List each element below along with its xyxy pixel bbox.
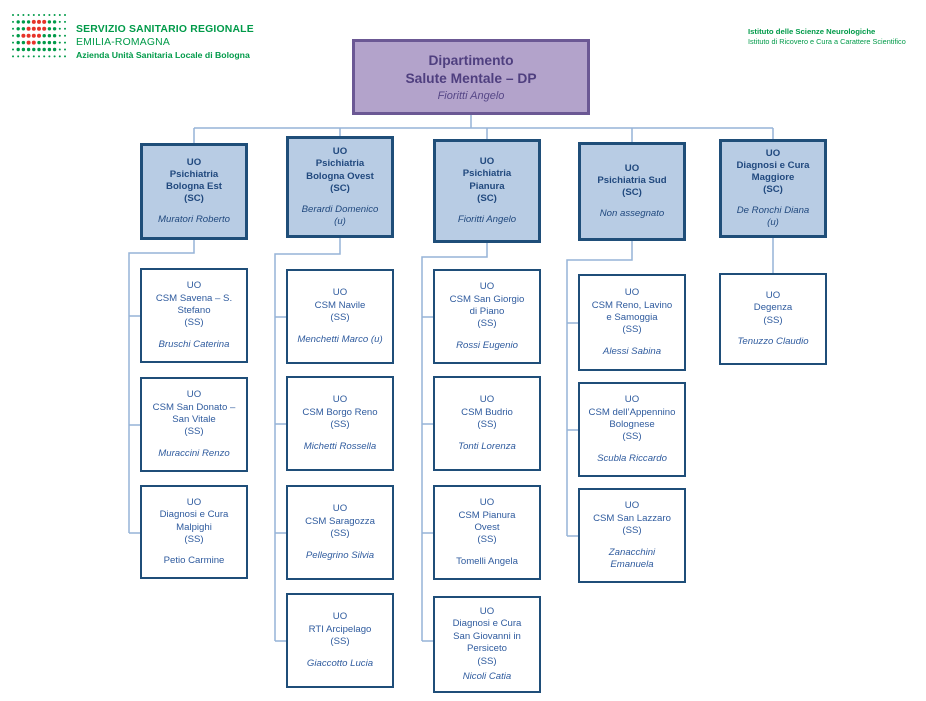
box-title: UO CSM Borgo Reno (SS)	[302, 394, 378, 431]
org-box-csm-savena-s-stefano: UO CSM Savena – S. Stefano (SS) Bruschi …	[140, 268, 248, 363]
service-line3: Azienda Unità Sanitaria Locale di Bologn…	[76, 50, 250, 60]
box-leader: Petio Carmine	[163, 555, 225, 567]
org-box-rti-arcipelago: UO RTI Arcipelago (SS) Giaccotto Lucia	[286, 593, 394, 688]
box-leader: Non assegnato	[599, 208, 665, 220]
org-box-dipartimento-salute-mentale: Dipartimento Salute Mentale – DP Fioritt…	[352, 39, 590, 115]
org-box-csm-borgo-reno: UO CSM Borgo Reno (SS) Michetti Rossella	[286, 376, 394, 471]
box-leader: Giaccotto Lucia	[306, 657, 374, 669]
box-title: UO Diagnosi e Cura Maggiore (SC)	[736, 147, 810, 196]
org-box-csm-pianura-ovest: UO CSM Pianura Ovest (SS) Tomelli Angela	[433, 485, 541, 580]
org-box-uo-psichiatria-pianura: UO Psichiatria Pianura (SC) Fioritti Ang…	[433, 139, 541, 243]
box-title: UO CSM San Lazzaro (SS)	[593, 500, 671, 537]
service-header: SERVIZIO SANITARIO REGIONALE EMILIA-ROMA…	[76, 23, 254, 61]
org-box-diagnosi-e-cura-malpighi: UO Diagnosi e Cura Malpighi (SS) Petio C…	[140, 485, 248, 579]
box-leader: Rossi Eugenio	[456, 339, 518, 351]
box-leader: Scubla Riccardo	[597, 452, 667, 464]
box-title: UO Degenza (SS)	[753, 289, 793, 326]
box-leader: Fioritti Angelo	[437, 90, 505, 103]
box-title: UO CSM dell’Appennino Bolognese (SS)	[588, 394, 676, 443]
box-title: Dipartimento Salute Mentale – DP	[405, 52, 537, 86]
box-leader: Nicoli Catia	[462, 671, 512, 683]
box-title: UO CSM Navile (SS)	[314, 287, 366, 324]
box-title: UO Diagnosi e Cura Malpighi (SS)	[159, 496, 229, 545]
box-leader: Muratori Roberto	[158, 214, 230, 226]
org-box-csm-saragozza: UO CSM Saragozza (SS) Pellegrino Silvia	[286, 485, 394, 580]
box-leader: De Ronchi Diana (u)	[736, 205, 810, 229]
box-leader: Bruschi Caterina	[158, 338, 230, 350]
box-title: UO CSM San Donato – San Vitale (SS)	[152, 389, 236, 438]
box-leader: Berardi Domenico (u)	[301, 203, 379, 227]
box-leader: Fioritti Angelo	[457, 213, 517, 225]
box-title: UO Psichiatria Bologna Est (SC)	[166, 156, 222, 205]
ausl-logo-dots-icon	[10, 11, 70, 61]
org-box-csm-san-donato-san-vitale: UO CSM San Donato – San Vitale (SS) Mura…	[140, 377, 248, 472]
org-box-uo-diagnosi-e-cura-maggiore: UO Diagnosi e Cura Maggiore (SC) De Ronc…	[719, 139, 827, 238]
box-leader: Zanacchini Emanuela	[608, 546, 656, 570]
org-box-uo-psichiatria-sud: UO Psichiatria Sud (SC) Non assegnato	[578, 142, 686, 241]
box-title: UO Psichiatria Bologna Ovest (SC)	[306, 146, 374, 194]
org-box-csm-san-lazzaro: UO CSM San Lazzaro (SS) Zanacchini Emanu…	[578, 488, 686, 583]
institute-line2: Istituto di Ricovero e Cura a Carattere …	[748, 37, 906, 46]
org-box-csm-san-giorgio-di-piano: UO CSM San Giorgio di Piano (SS) Rossi E…	[433, 269, 541, 364]
box-leader: Muraccini Renzo	[158, 447, 230, 459]
box-leader: Pellegrino Silvia	[305, 549, 375, 561]
org-box-degenza: UO Degenza (SS) Tenuzzo Claudio	[719, 273, 827, 365]
institute-line1: Istituto delle Scienze Neurologiche	[748, 27, 876, 36]
box-title: UO CSM Saragozza (SS)	[305, 503, 375, 540]
org-box-csm-budrio: UO CSM Budrio (SS) Tonti Lorenza	[433, 376, 541, 471]
box-title: UO CSM Budrio (SS)	[461, 394, 513, 431]
institute-header: Istituto delle Scienze Neurologiche Isti…	[748, 27, 926, 47]
box-title: UO CSM Pianura Ovest (SS)	[458, 497, 516, 546]
box-leader: Tonti Lorenza	[458, 440, 516, 452]
org-box-uo-psichiatria-bologna-est: UO Psichiatria Bologna Est (SC) Muratori…	[140, 143, 248, 240]
org-box-diagnosi-e-cura-san-giovanni-in-persiceto: UO Diagnosi e Cura San Giovanni in Persi…	[433, 596, 541, 693]
box-leader: Alessi Sabina	[602, 345, 662, 357]
org-box-csm-navile: UO CSM Navile (SS) Menchetti Marco (u)	[286, 269, 394, 364]
box-title: UO CSM Reno, Lavino e Samoggia (SS)	[591, 287, 673, 336]
org-box-uo-psichiatria-bologna-ovest: UO Psichiatria Bologna Ovest (SC) Berard…	[286, 136, 394, 238]
org-box-csm-appennino-bolognese: UO CSM dell’Appennino Bolognese (SS) Scu…	[578, 382, 686, 477]
box-leader: Menchetti Marco (u)	[297, 333, 383, 345]
box-title: UO CSM San Giorgio di Piano (SS)	[449, 281, 525, 330]
box-title: UO Diagnosi e Cura San Giovanni in Persi…	[452, 605, 522, 667]
box-leader: Tenuzzo Claudio	[737, 336, 809, 348]
box-leader: Michetti Rossella	[303, 440, 377, 452]
box-leader: Tomelli Angela	[456, 555, 518, 567]
box-title: UO RTI Arcipelago (SS)	[308, 611, 372, 648]
box-title: UO Psichiatria Pianura (SC)	[462, 156, 512, 204]
service-line1: SERVIZIO SANITARIO REGIONALE	[76, 24, 254, 35]
box-title: UO CSM Savena – S. Stefano (SS)	[155, 280, 233, 329]
org-box-csm-reno-lavino-e-samoggia: UO CSM Reno, Lavino e Samoggia (SS) Ales…	[578, 274, 686, 371]
box-title: UO Psichiatria Sud (SC)	[597, 162, 667, 199]
service-line2: EMILIA-ROMAGNA	[76, 37, 171, 48]
